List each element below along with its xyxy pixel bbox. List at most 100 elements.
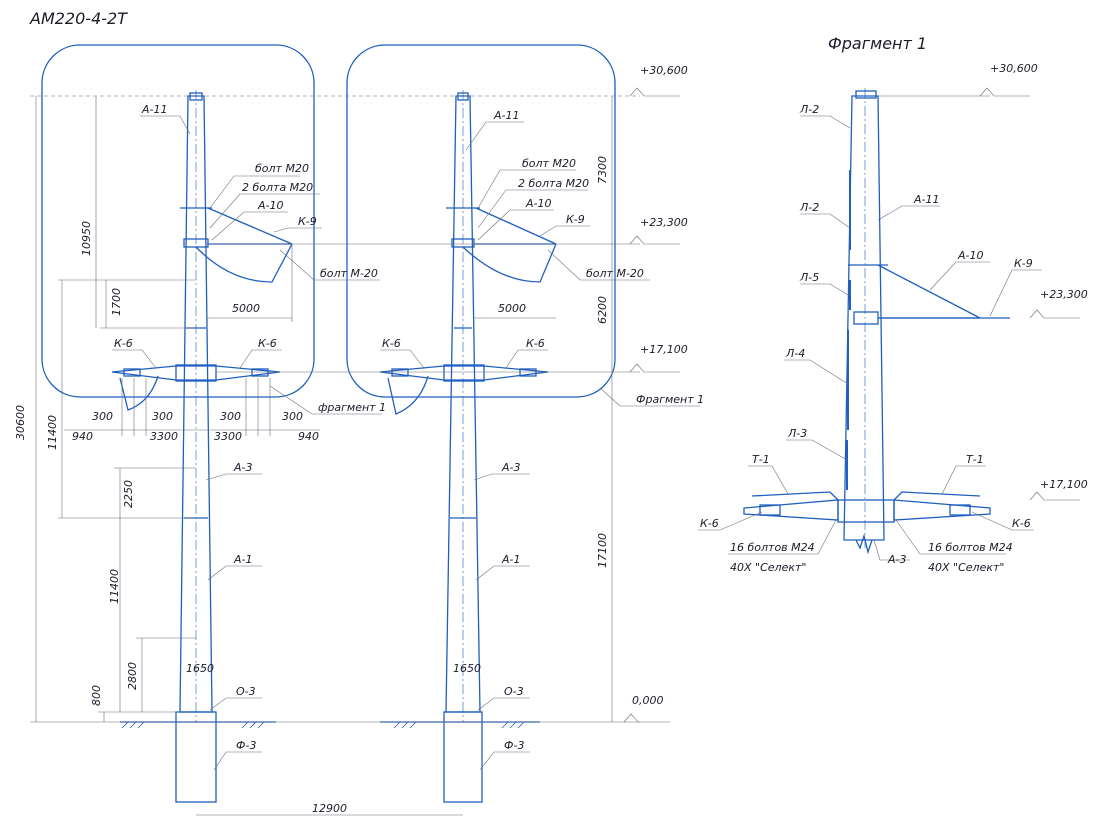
dim-10950: 10950 (80, 221, 93, 256)
middle-k6-left (391, 368, 409, 377)
label-l2-top: Л-2 (799, 103, 819, 116)
fragment-elevation-lower: +17,100 (1040, 478, 1088, 491)
middle-foundation (443, 711, 483, 803)
label-fragment-ref-middle: Фрагмент 1 (636, 393, 704, 406)
fragment-elevation-top: +30,600 (990, 62, 1038, 75)
label-k9-fragment: К-9 (1014, 257, 1033, 270)
dim-5000-left: 5000 (232, 302, 260, 315)
dim-300-c: 300 (220, 410, 241, 423)
left-pole-labels: А-11 болт М20 2 болта М20 А-10 К-9 болт … (112, 103, 386, 771)
dim-30600: 30600 (14, 405, 27, 440)
fragment-left-arm (743, 499, 839, 521)
dim-300-b: 300 (152, 410, 173, 423)
label-bolts-right: 16 болтов М24 (928, 541, 1013, 554)
fragment-right-arm (893, 499, 991, 521)
dim-2800: 2800 (126, 662, 139, 690)
label-k6-middle-a: К-6 (382, 337, 401, 350)
label-two-bolts-left: 2 болта М20 (242, 181, 313, 194)
label-t1-right: Т-1 (966, 453, 984, 466)
dim-3300-right: 3300 (214, 430, 242, 443)
fragment-upper-flange (853, 311, 879, 325)
drawing-title: АМ220-4-2Т (29, 9, 128, 28)
label-bolt-m-20-middle: болт М-20 (586, 267, 644, 280)
middle-lower-traverse (379, 365, 549, 381)
label-k6-left-b: К-6 (258, 337, 277, 350)
fragment-labels: Л-2 Л-2 А-11 А-10 К-9 Л-5 Л-4 Л-3 Т-1 Т-… (698, 103, 1042, 574)
label-a3-left: А-3 (233, 461, 253, 474)
label-k9-left: К-9 (298, 215, 317, 228)
middle-lower-flange (443, 364, 485, 382)
dim-300-a: 300 (92, 410, 113, 423)
label-l5-fragment: Л-5 (799, 271, 819, 284)
fragment-upper-traverse (877, 264, 981, 319)
middle-lower-insulator (387, 375, 429, 415)
elevation-ground-label: 0,000 (632, 694, 664, 707)
dim-12900: 12900 (312, 802, 347, 815)
elevation-top-label: +30,600 (640, 64, 688, 77)
left-k6-right (251, 368, 269, 377)
label-a1-left: А-1 (233, 553, 253, 566)
fragment-pole-cap (855, 90, 877, 99)
fragment-k6-right (949, 504, 971, 516)
dim-1650-middle: 1650 (453, 662, 481, 675)
label-k6-fragment-left: К-6 (700, 517, 719, 530)
middle-ground-hatch (393, 721, 525, 729)
fragment-1-detail (743, 88, 1010, 555)
dim-1700: 1700 (110, 288, 123, 316)
elevation-upper-label: +23,300 (640, 216, 688, 229)
label-a3-fragment: А-3 (887, 553, 907, 566)
fragment-lower-flange (837, 499, 895, 523)
middle-upper-traverse (474, 207, 557, 245)
label-a11-fragment: А-11 (913, 193, 940, 206)
label-steel-left: 40Х "Селект" (730, 561, 806, 574)
left-lower-flange (175, 364, 217, 382)
label-a10-left: А-10 (257, 199, 284, 212)
dim-940-right: 940 (298, 430, 319, 443)
label-f3-middle: Ф-3 (504, 739, 524, 752)
dim-940-left: 940 (72, 430, 93, 443)
fragment-t1-right (893, 491, 981, 501)
label-o3-left: О-3 (236, 685, 256, 698)
dimension-lines: 30600 11400 10950 1700 5000 300 300 300 … (14, 96, 613, 816)
left-fragment-frame (41, 44, 315, 398)
label-k6-fragment-right: К-6 (1012, 517, 1031, 530)
label-a3-middle: А-3 (501, 461, 521, 474)
label-a1-middle: А-1 (501, 553, 521, 566)
elevation-marks: +30,600 +23,300 +17,100 0,000 +30,600 +2… (623, 62, 1088, 723)
label-steel-right: 40Х "Селект" (928, 561, 1004, 574)
fragment-title: Фрагмент 1 (828, 34, 927, 53)
middle-fragment-frame (346, 44, 616, 398)
elevation-lower-label: +17,100 (640, 343, 688, 356)
label-bolt-m-20-left: болт М-20 (320, 267, 378, 280)
dim-7300: 7300 (596, 156, 609, 184)
fragment-pole-shaft (843, 95, 885, 541)
label-l3-fragment: Л-3 (787, 427, 807, 440)
label-l4-fragment: Л-4 (785, 347, 805, 360)
label-f3-left: Ф-3 (236, 739, 256, 752)
left-upper-insulator (195, 243, 293, 283)
label-fragment-ref-left: фрагмент 1 (318, 401, 386, 414)
dim-2250: 2250 (122, 480, 135, 508)
fragment-t1-left (751, 491, 839, 501)
label-k6-middle-b: К-6 (526, 337, 545, 350)
label-t1-left: Т-1 (752, 453, 770, 466)
dim-11400-upper: 11400 (46, 415, 59, 450)
dim-5000-middle: 5000 (498, 302, 526, 315)
label-a10-middle: А-10 (525, 197, 552, 210)
middle-k6-right (519, 368, 537, 377)
left-lower-insulator (119, 375, 159, 411)
label-a11-middle: А-11 (493, 109, 520, 122)
label-o3-middle: О-3 (504, 685, 524, 698)
label-l2-mid: Л-2 (799, 201, 819, 214)
fragment-elevation-upper: +23,300 (1040, 288, 1088, 301)
dim-17100: 17100 (596, 533, 609, 568)
left-ground-hatch (121, 721, 265, 729)
label-k6-left-a: К-6 (114, 337, 133, 350)
fragment-k6-left (759, 504, 781, 516)
dim-300-d: 300 (282, 410, 303, 423)
label-a10-fragment: А-10 (957, 249, 984, 262)
dim-1650-left: 1650 (186, 662, 214, 675)
label-bolts-left: 16 болтов М24 (730, 541, 815, 554)
dim-3300-left: 3300 (150, 430, 178, 443)
label-a11-left: А-11 (141, 103, 168, 116)
